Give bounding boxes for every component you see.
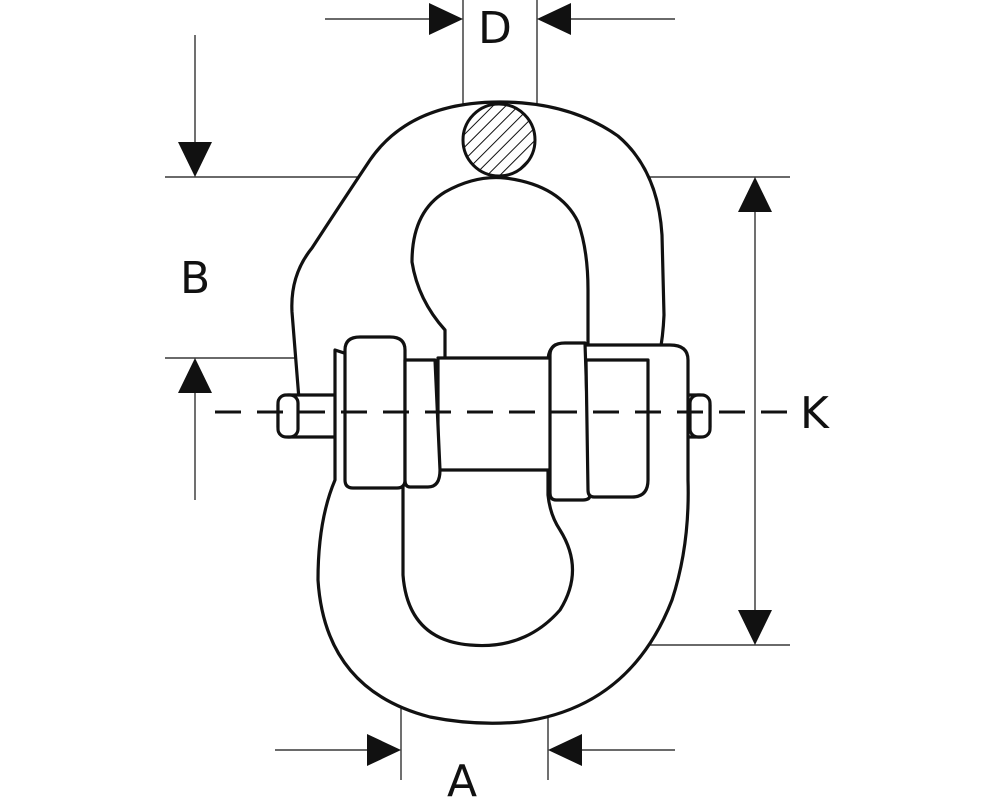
connecting-link — [276, 100, 712, 725]
d-arrow-left-icon — [429, 3, 463, 35]
upper-link-right-wall — [584, 358, 650, 499]
upper-link-opening — [410, 175, 590, 414]
label-k: K — [800, 388, 830, 439]
dimension-arrows — [178, 3, 772, 766]
k-arrow-top-icon — [738, 177, 772, 212]
a-arrow-left-icon — [367, 734, 401, 766]
lower-link-opening — [401, 438, 575, 648]
b-arrow-top-icon — [178, 142, 212, 177]
center-bridge — [436, 356, 555, 472]
label-b: B — [180, 253, 210, 304]
d-arrow-right-icon — [537, 3, 571, 35]
a-arrow-right-icon — [548, 734, 582, 766]
label-d: D — [478, 3, 512, 54]
wire-cross-section — [461, 102, 537, 178]
b-arrow-bottom-icon — [178, 358, 212, 393]
right-lug — [548, 341, 592, 502]
upper-link-left-wall — [403, 358, 442, 489]
pin-cap-left — [276, 393, 300, 439]
label-a: A — [447, 756, 477, 800]
pin-cap-right — [688, 393, 712, 439]
k-arrow-bottom-icon — [738, 610, 772, 645]
